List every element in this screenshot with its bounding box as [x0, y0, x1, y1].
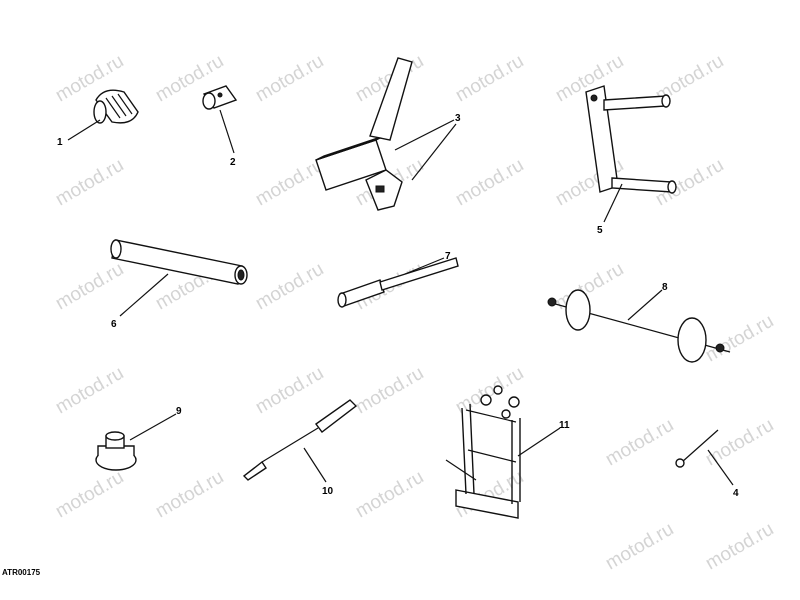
callout-9: 9: [176, 406, 182, 417]
tool-7-drift: [337, 257, 459, 308]
leader-lines: [67, 109, 734, 486]
tool-5-bracket: [585, 85, 677, 194]
callout-7: 7: [445, 251, 451, 262]
tool-2-adapter: [202, 85, 238, 110]
tool-4-pin: [675, 429, 719, 468]
tool-10-extractor: [242, 399, 358, 481]
tool-8-puller: [547, 289, 731, 363]
callout-6: 6: [111, 319, 117, 330]
tool-9-plug: [95, 431, 137, 471]
tool-1-split-sleeve: [93, 89, 139, 124]
callout-5: 5: [597, 225, 603, 236]
callout-10: 10: [322, 486, 334, 497]
callout-11: 11: [559, 420, 570, 431]
tool-6-tube: [110, 239, 248, 285]
callout-1: 1: [57, 137, 63, 148]
tool-11-stand: [445, 385, 521, 519]
callout-2: 2: [230, 157, 236, 168]
drawing-code: ATR00175: [2, 568, 41, 577]
callout-3: 3: [455, 113, 461, 124]
callout-8: 8: [662, 282, 668, 293]
callout-4: 4: [733, 488, 739, 499]
tool-3-case-and-gauge: [315, 57, 413, 211]
